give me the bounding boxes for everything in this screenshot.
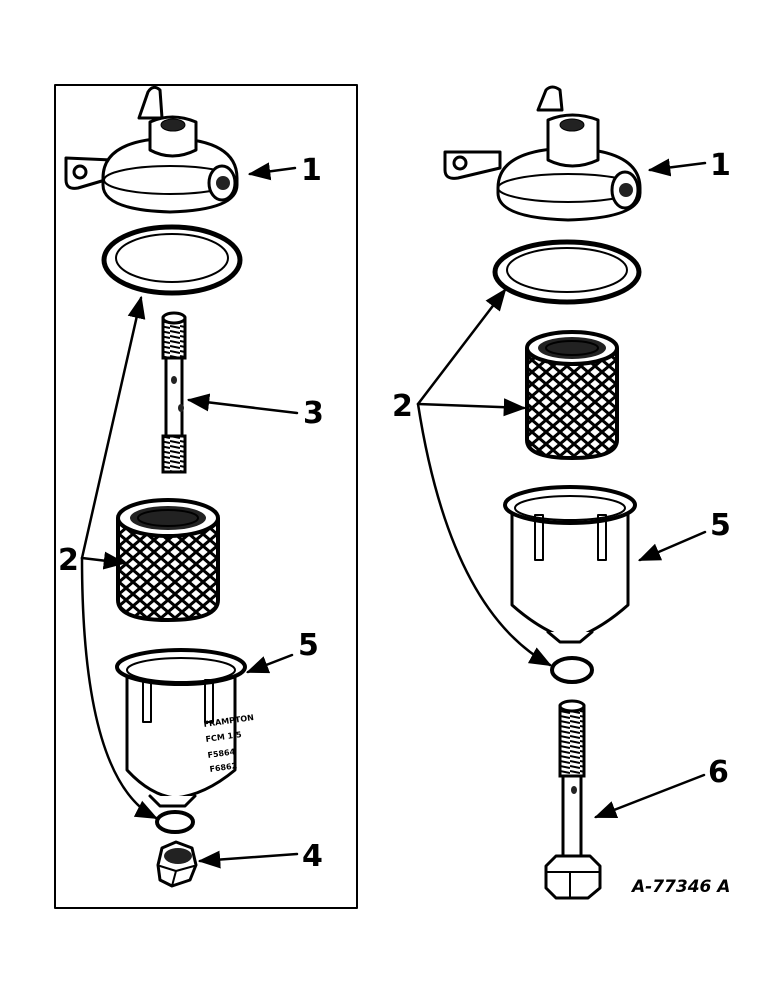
right-bowl xyxy=(503,485,637,644)
figure-reference: A-77346 A xyxy=(630,877,730,897)
left-gasket-ring xyxy=(101,224,243,296)
callout-5-left: 5 xyxy=(298,628,319,663)
left-assembly-frame xyxy=(54,84,358,909)
right-bolt xyxy=(544,699,602,900)
left-bowl: FRAMPTON FCM 1.5 F5864 F6862 xyxy=(115,648,254,808)
right-assembly: 1 2 5 6 A-77346 A xyxy=(392,85,731,900)
left-small-gasket xyxy=(155,810,195,834)
callout-2-left: 2 xyxy=(58,543,79,578)
bowl-label-line: F5864 xyxy=(207,747,236,760)
callout-5-right: 5 xyxy=(710,508,731,543)
right-leader-lines xyxy=(416,158,707,819)
callout-1-right: 1 xyxy=(710,148,731,183)
right-gasket-ring xyxy=(492,239,642,305)
right-mesh-element xyxy=(525,330,619,461)
left-assembly: FRAMPTON FCM 1.5 F5864 F6862 xyxy=(54,84,358,909)
callout-2-right: 2 xyxy=(392,389,413,424)
right-small-gasket xyxy=(550,656,594,684)
left-leader-lines xyxy=(80,162,299,869)
callout-6-right: 6 xyxy=(708,755,729,790)
left-nut xyxy=(156,840,198,888)
left-bowl-head xyxy=(64,85,239,214)
right-bowl-head xyxy=(443,85,642,222)
left-stud xyxy=(161,311,187,474)
callout-4-left: 4 xyxy=(302,839,323,874)
bowl-label-line: F6862 xyxy=(209,761,238,774)
callout-3-left: 3 xyxy=(303,396,324,431)
left-mesh-element xyxy=(116,498,220,623)
callout-1-left: 1 xyxy=(301,153,322,188)
